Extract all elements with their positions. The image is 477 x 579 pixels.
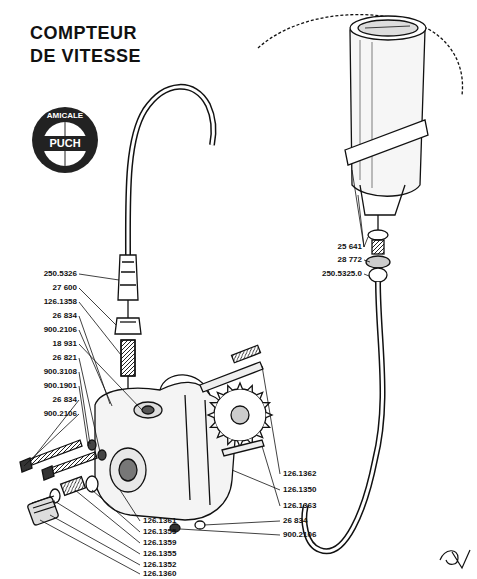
callout-number: 26 834 <box>283 516 307 525</box>
callout-number: 900.2106 <box>44 325 77 334</box>
logo-circle: AMICALE PUCH <box>31 106 99 174</box>
callout-number: 126.1350 <box>283 485 316 494</box>
logo-brand: PUCH <box>31 137 99 149</box>
callout-number: 18 931 <box>53 339 77 348</box>
callout-number: 126.1361 <box>143 516 176 525</box>
callout-number: 900.2106 <box>44 409 77 418</box>
callout-number: 126.1360 <box>143 569 176 578</box>
callout-number: 126.1358 <box>44 297 77 306</box>
callout-number: 126.1362 <box>283 469 316 478</box>
callout-number: 900.3108 <box>44 367 77 376</box>
callout-number: 900.1901 <box>44 381 77 390</box>
callout-number: 126.1363 <box>283 501 316 510</box>
callout-number: 26 821 <box>53 353 77 362</box>
callout-number: 126.1352 <box>143 560 176 569</box>
callout-number: 26 834 <box>53 395 77 404</box>
callout-number: 126.1355 <box>143 549 176 558</box>
callout-number: 250.5325.0 <box>322 269 362 278</box>
callout-number: 25 641 <box>338 242 362 251</box>
callout-number: 28 772 <box>338 255 362 264</box>
diagram-title: COMPTEUR DE VITESSE <box>30 22 148 68</box>
callout-number: 126.1355 <box>143 527 176 536</box>
callout-number: 250.5326 <box>44 269 77 278</box>
callout-number: 900.2106 <box>283 530 316 539</box>
callout-number: 27 600 <box>53 283 77 292</box>
callout-number: 26 834 <box>53 311 77 320</box>
logo-title: AMICALE <box>31 110 99 122</box>
callout-number: 126.1359 <box>143 538 176 547</box>
